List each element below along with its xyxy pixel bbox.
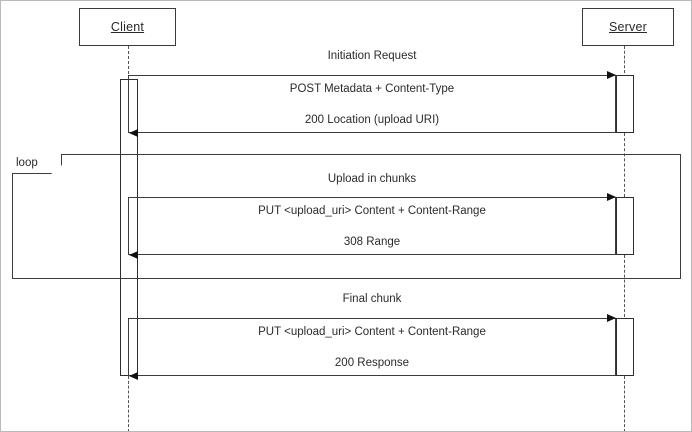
section-title-upload-chunks: Upload in chunks [327,173,417,185]
message-label-put-chunk: PUT <upload_uri> Content + Content-Range [258,205,486,217]
lifeline-server-segment-2 [624,255,625,317]
lifeline-client-segment-head [128,46,129,79]
arrow-head-post-metadata [607,70,616,79]
fragment-loop [12,154,681,279]
fragment-loop-tab [12,154,62,174]
message-label-put-final: PUT <upload_uri> Content + Content-Range [258,326,486,338]
participant-label-server: Server [608,20,648,34]
fragment-loop-operator: loop [16,157,38,169]
activation-bar-server-final [616,318,634,376]
lifeline-server-segment-head [624,46,625,73]
message-label-post-metadata: POST Metadata + Content-Type [289,83,455,95]
participant-label-client: Client [110,20,145,34]
lifeline-client-segment-tail [128,376,129,431]
activation-bar-server-chunk [616,197,634,255]
section-title-initiation: Initiation Request [327,50,417,62]
lifeline-server-segment-tail [624,376,625,431]
arrow-head-put-final [607,313,616,322]
participant-box-client[interactable]: Client [79,8,176,46]
message-frame-upload-chunks [128,197,616,255]
message-label-200-response: 200 Response [334,357,410,369]
activation-bar-server-initiation [616,75,634,133]
arrow-head-200-response [129,371,138,380]
section-title-final-chunk: Final chunk [342,293,402,305]
lifeline-server-segment-1 [624,133,625,197]
arrow-head-put-chunk [607,192,616,201]
message-label-200-location: 200 Location (upload URI) [304,114,440,126]
message-frame-final-chunk [128,318,616,376]
arrow-head-308-range [129,250,138,259]
message-label-308-range: 308 Range [343,236,401,248]
message-frame-initiation [128,75,616,133]
participant-box-server[interactable]: Server [582,8,674,46]
arrow-head-200-location [129,128,138,137]
